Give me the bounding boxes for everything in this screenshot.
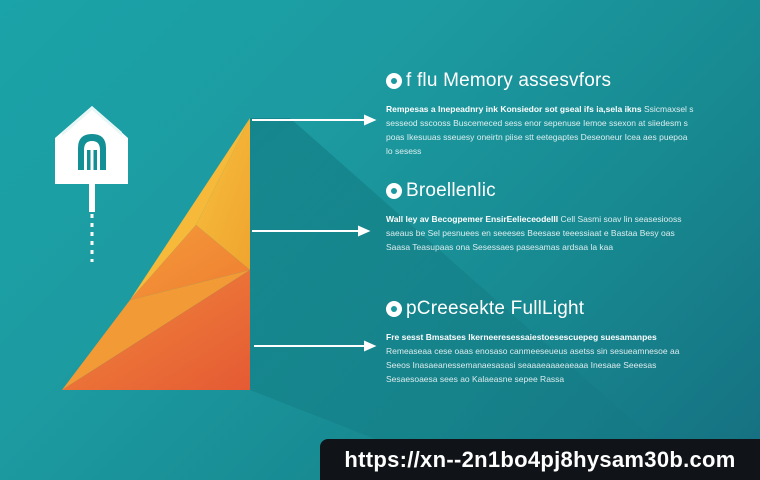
section-lead: Rempesas a Inepeadnry ink Konsiedor sot … <box>386 104 642 114</box>
section-body: Ssicmaxsel s sesseod sscooss Buscemeced … <box>386 104 694 156</box>
section-bullet-icon <box>386 73 402 89</box>
section-title: Broellenlic <box>386 180 716 202</box>
section-bullet-icon <box>386 301 402 317</box>
triangle-left-face <box>130 118 250 300</box>
section-lead: Fre sesst Bmsatses lkerneeresessaiestoes… <box>386 332 657 342</box>
pointer-arrows <box>252 114 377 352</box>
section-bullet-icon <box>386 183 402 199</box>
stacked-triangle <box>62 118 250 390</box>
section-2: Broellenlic Wall ley av Becogpemer Ensir… <box>386 180 716 254</box>
section-title-text: Broellenlic <box>406 180 496 201</box>
section-paragraph: Wall ley av Becogpemer EnsirEelieceodelI… <box>386 212 696 254</box>
section-title-text: f flu Memory assesvfors <box>406 70 612 91</box>
url-watermark-text: https://xn--2n1bo4pj8hysam30b.com <box>344 446 736 472</box>
section-title: f flu Memory assesvfors <box>386 70 716 92</box>
triangle-mid-face <box>130 225 250 300</box>
section-1: f flu Memory assesvfors Rempesas a Inepe… <box>386 70 716 158</box>
url-watermark-bar: https://xn--2n1bo4pj8hysam30b.com <box>320 439 760 480</box>
triangle-upper-face <box>196 118 250 270</box>
section-body: Cell Sasmi soav lin seasesiooss saeaus b… <box>386 214 682 252</box>
section-title: pCreesekte FullLight <box>386 298 716 320</box>
section-title-text: pCreesekte FullLight <box>406 298 585 319</box>
section-paragraph: Rempesas a Inepeadnry ink Konsiedor sot … <box>386 102 696 158</box>
triangle-shadow <box>250 118 700 480</box>
section-body: Remeaseaa cese oaas enosaso canmeeseueus… <box>386 346 680 384</box>
house-lock-icon <box>55 106 128 262</box>
section-paragraph: Fre sesst Bmsatses lkerneeresessaiestoes… <box>386 330 696 386</box>
section-lead: Wall ley av Becogpemer EnsirEelieceodelI… <box>386 214 559 224</box>
triangle-lower-face <box>62 270 250 390</box>
section-3: pCreesekte FullLight Fre sesst Bmsatses … <box>386 298 716 386</box>
